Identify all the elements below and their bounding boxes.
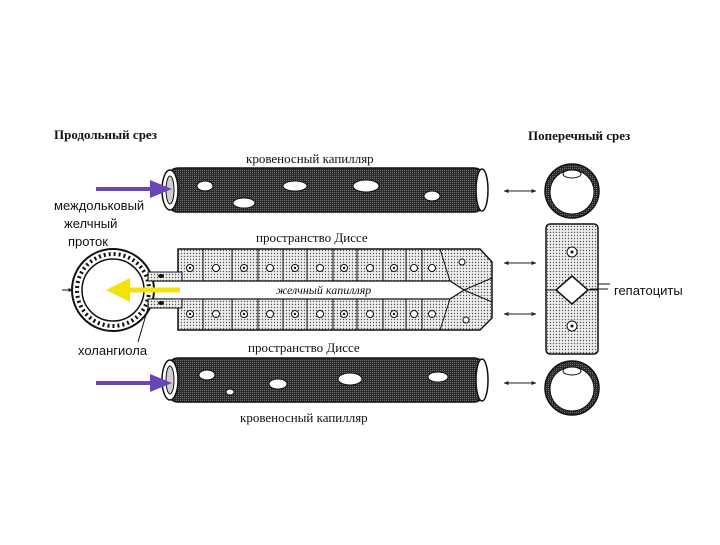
disse-space-label-top: пространство Диссе <box>256 230 368 245</box>
longitudinal-section-title: Продольный срез <box>54 127 157 142</box>
double-arrow-icon <box>503 189 537 385</box>
hepatocyte-plates <box>149 248 493 331</box>
hepatocytes-label: гепатоциты <box>614 283 683 298</box>
blood-capillary-top <box>161 167 489 213</box>
interlobular-duct-label-3: проток <box>68 234 108 249</box>
cross-section-capillary-bottom <box>544 360 600 416</box>
arrow-right-icon <box>96 180 172 392</box>
blood-capillary-bottom <box>161 357 489 403</box>
blood-capillary-label-top: кровеносный капилляр <box>246 151 374 166</box>
interlobular-duct-label-1: междольковый <box>54 198 145 213</box>
cholangiole <box>137 271 183 343</box>
cross-section-hepatocytes <box>545 223 610 355</box>
cross-section-title: Поперечный срез <box>528 128 631 143</box>
disse-space-label-bottom: пространство Диссе <box>248 340 360 355</box>
cross-section-capillary-top <box>544 163 600 219</box>
arrow-left-icon <box>106 278 180 302</box>
cholangiole-label: холангиола <box>78 343 148 358</box>
blood-capillary-label-bottom: кровеносный капилляр <box>240 410 368 425</box>
bile-capillary-label: желчный капилляр <box>276 283 372 297</box>
interlobular-duct-label-2: желчный <box>64 216 118 231</box>
